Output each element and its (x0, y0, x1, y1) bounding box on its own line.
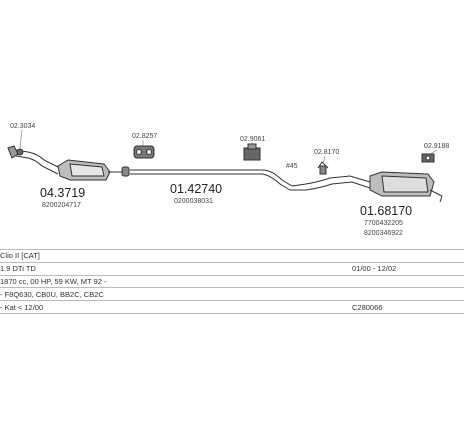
table-row: 1870 cc, 00 HP, 59 KW, MT 92 - (0, 274, 464, 288)
mount-bracket-part-1 (133, 145, 155, 159)
engine-codes-cell: - F8Q630, CB0U, BB2C, CB2C (0, 287, 352, 301)
rear-silencer-part (369, 171, 443, 203)
model-cell: Clio II [CAT] (0, 249, 352, 263)
exhaust-diagram: 02.3034 04.3719 8200204717 02.8257 01.42… (7, 123, 449, 237)
intermediate-pipe-part (130, 169, 293, 191)
table-row: 1.9 DTi TD 01/00 - 12/02 (0, 261, 464, 276)
leader-lines (19, 129, 438, 165)
specs-extra-cell (352, 274, 464, 288)
label-01-68170: 01.68170 (360, 204, 412, 218)
label-01-42740-oe: 0200038031 (174, 198, 213, 205)
table-row: Clio II [CAT] (0, 249, 464, 263)
catalytic-converter-part (57, 159, 122, 181)
label-01-68170-oe-2: 8200346922 (364, 230, 403, 237)
part-labels: 02.3034 04.3719 8200204717 02.8257 01.42… (10, 123, 449, 237)
rear-hanger-part (421, 153, 435, 163)
label-01-68170-oe-1: 7700432205 (364, 220, 403, 227)
date-range-cell: 01/00 - 12/02 (352, 261, 464, 276)
label-04-3719-oe: 8200204717 (42, 202, 81, 209)
rear-pipe-part (290, 175, 371, 191)
clamp-part (121, 166, 130, 177)
clamp-part-2 (317, 161, 329, 175)
mount-bracket-part-2 (243, 143, 261, 161)
specs-cell: 1870 cc, 00 HP, 59 KW, MT 92 - (0, 274, 352, 288)
label-04-3719: 04.3719 (40, 186, 85, 200)
label-01-42740: 01.42740 (170, 182, 222, 196)
front-pipe-part (7, 145, 61, 175)
label-hash-45: #45 (286, 163, 298, 170)
model-extra-cell (352, 249, 464, 263)
vehicle-info-table: Clio II [CAT] 1.9 DTi TD 01/00 - 12/02 1… (0, 249, 464, 314)
label-02-8257: 02.8257 (132, 133, 157, 140)
table-row: - F8Q630, CB0U, BB2C, CB2C (0, 287, 464, 301)
label-02-8170: 02.8170 (314, 149, 339, 156)
catalyst-cell: - Kat < 12/00 (0, 300, 352, 314)
kit-number-cell: C280066 (352, 300, 464, 314)
engine-cell: 1.9 DTi TD (0, 261, 352, 276)
label-02-9188: 02.9188 (424, 143, 449, 150)
label-02-3034: 02.3034 (10, 123, 35, 130)
label-02-9061: 02.9061 (240, 136, 265, 143)
table-row: - Kat < 12/00 C280066 (0, 300, 464, 314)
engine-codes-extra-cell (352, 287, 464, 301)
